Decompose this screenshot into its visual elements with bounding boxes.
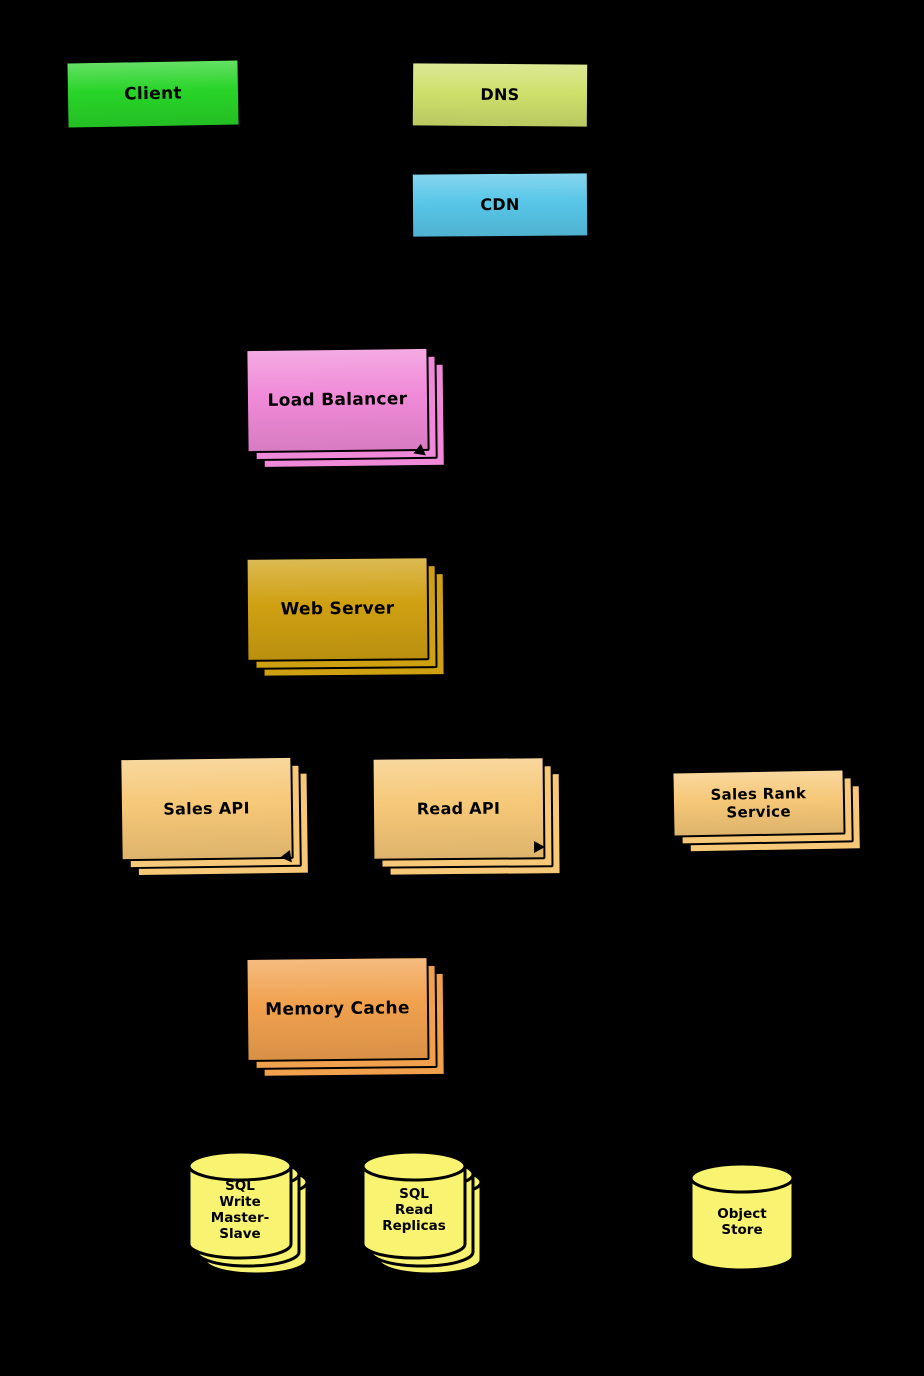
node-label: Load Balancer [267,388,408,411]
node-sales-api: Sales API [119,755,294,862]
node-label: SQL Write Master- Slave [210,1178,270,1242]
node-label: Memory Cache [265,998,410,1020]
node-label: Object Store [717,1206,767,1238]
node-label: Web Server [280,598,395,620]
node-sql-read-replicas: SQL Read Replicas [360,1146,486,1278]
node-label: DNS [480,85,520,105]
node-web-server: Web Server [245,556,430,662]
node-client: Client [65,58,241,130]
node-label: Sales API [163,798,250,819]
node-label: CDN [480,195,520,215]
node-load-balancer: Load Balancer [245,346,430,454]
arrowhead-icon [534,841,545,853]
node-dns: DNS [410,61,590,129]
node-memory-cache: Memory Cache [245,956,430,1062]
node-label: Client [123,83,183,105]
node-label: Sales Rank Service [710,784,807,822]
node-object-store: Object Store [688,1158,800,1274]
node-label: Read API [416,798,501,819]
node-sql-write-master-slave: SQL Write Master- Slave [186,1146,312,1278]
node-sales-rank-service: Sales Rank Service [671,768,846,838]
node-label: SQL Read Replicas [382,1186,446,1234]
node-read-api: Read API [371,756,546,861]
node-cdn: CDN [410,171,590,239]
